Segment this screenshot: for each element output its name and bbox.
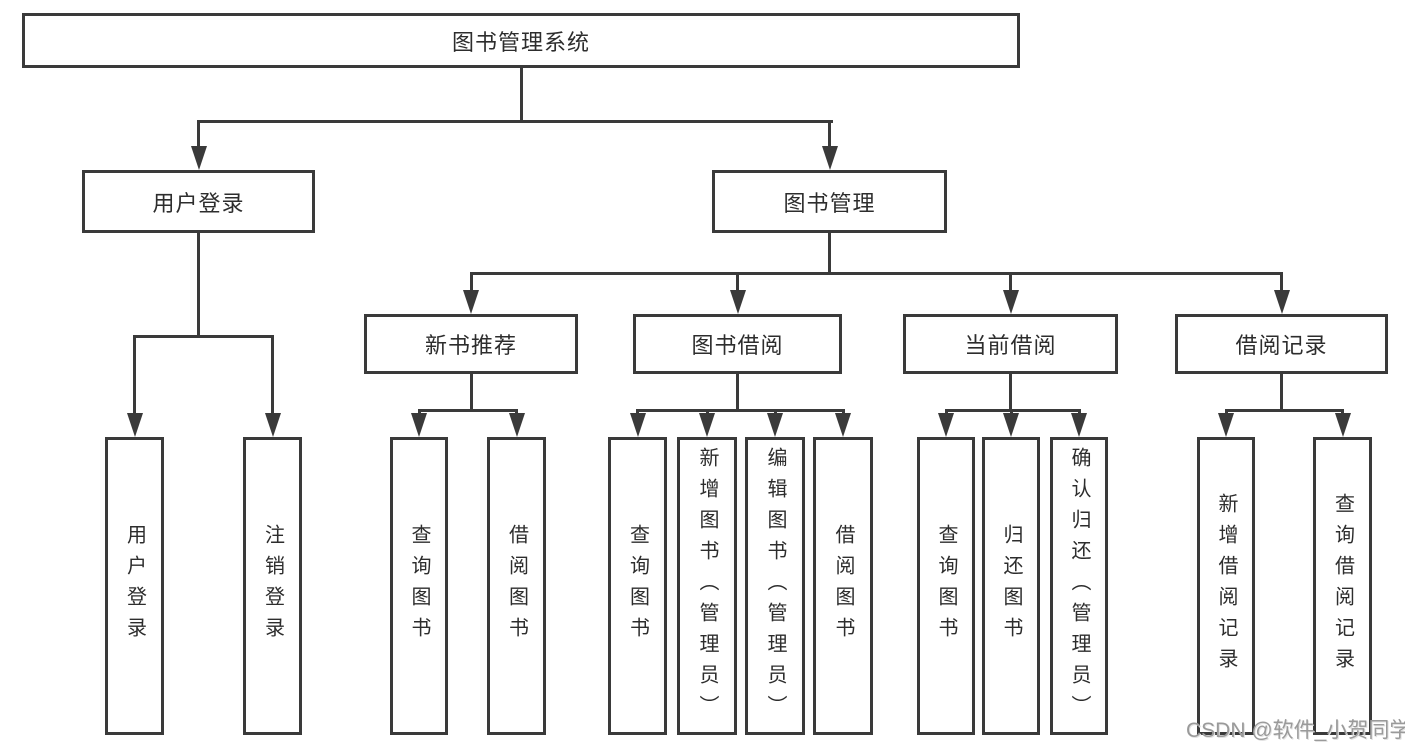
arrowhead-down-icon <box>265 413 281 437</box>
leaf-query-borrow-record: 查询借阅记录 <box>1313 437 1372 735</box>
arrowhead-down-icon <box>822 146 838 170</box>
connector-vline <box>736 371 739 412</box>
connector-vline <box>736 272 739 294</box>
node-borrow-records-label: 借阅记录 <box>1235 333 1328 358</box>
arrowhead-down-icon <box>1003 290 1019 314</box>
connector-hline <box>133 335 274 338</box>
connector-vline <box>133 335 136 417</box>
leaf-borrow-books-label: 借阅图书 <box>832 524 854 648</box>
node-book-borrow: 图书借阅 <box>633 314 842 374</box>
arrowhead-down-icon <box>1071 413 1087 437</box>
leaf-query-books-borrow-label: 查询图书 <box>626 524 649 648</box>
connector-vline <box>520 66 523 122</box>
arrowhead-down-icon <box>730 290 746 314</box>
leaf-logout: 注销登录 <box>243 437 302 735</box>
connector-vline <box>470 272 473 294</box>
leaf-borrow-books-recommend-label: 借阅图书 <box>505 524 528 648</box>
node-new-book-recommend: 新书推荐 <box>364 314 578 374</box>
leaf-confirm-return-admin: 确认归还（管理员） <box>1050 437 1108 735</box>
connector-vline <box>1280 272 1283 294</box>
node-borrow-records: 借阅记录 <box>1175 314 1388 374</box>
arrowhead-down-icon <box>938 413 954 437</box>
leaf-return-books: 归还图书 <box>982 437 1040 735</box>
connector-vline <box>828 120 831 150</box>
arrowhead-down-icon <box>463 290 479 314</box>
node-current-borrow-label: 当前借阅 <box>964 333 1057 358</box>
leaf-query-books-borrow: 查询图书 <box>608 437 667 735</box>
arrowhead-down-icon <box>1218 413 1234 437</box>
arrowhead-down-icon <box>835 413 851 437</box>
arrowhead-down-icon <box>699 413 715 437</box>
arrowhead-down-icon <box>1003 413 1019 437</box>
connector-hline <box>1225 409 1344 412</box>
connector-vline <box>1280 371 1283 412</box>
arrowhead-down-icon <box>1335 413 1351 437</box>
leaf-query-borrow-record-label: 查询借阅记录 <box>1331 493 1354 679</box>
leaf-edit-book-admin: 编辑图书（管理员） <box>745 437 805 735</box>
connector-hline <box>470 272 1282 275</box>
leaf-borrow-books-recommend: 借阅图书 <box>487 437 546 735</box>
connector-vline <box>828 230 831 274</box>
leaf-add-borrow-record-label: 新增借阅记录 <box>1215 493 1237 679</box>
connector-vline <box>1009 371 1012 412</box>
csdn-watermark: CSDN @软件_小贺同学 <box>1186 719 1405 742</box>
leaf-query-books-recommend-label: 查询图书 <box>408 524 430 648</box>
arrowhead-down-icon <box>191 146 207 170</box>
leaf-query-books-recommend: 查询图书 <box>390 437 448 735</box>
node-book-borrow-label: 图书借阅 <box>691 333 784 358</box>
leaf-user-login: 用户登录 <box>105 437 164 735</box>
leaf-user-login-label: 用户登录 <box>123 524 146 648</box>
connector-hline <box>197 120 833 123</box>
node-library-system-label: 图书管理系统 <box>451 29 590 55</box>
node-new-book-recommend-label: 新书推荐 <box>424 333 517 358</box>
connector-vline <box>197 120 200 150</box>
node-current-borrow: 当前借阅 <box>903 314 1118 374</box>
connector-vline <box>1009 272 1012 294</box>
leaf-query-books-current-label: 查询图书 <box>935 524 957 648</box>
leaf-edit-book-admin-label: 编辑图书（管理员） <box>764 446 786 726</box>
arrowhead-down-icon <box>411 413 427 437</box>
leaf-return-books-label: 归还图书 <box>1000 524 1022 648</box>
node-book-management: 图书管理 <box>712 170 947 233</box>
node-library-system: 图书管理系统 <box>22 13 1020 68</box>
connector-hline <box>418 409 518 412</box>
leaf-query-books-current: 查询图书 <box>917 437 975 735</box>
leaf-borrow-books: 借阅图书 <box>813 437 873 735</box>
leaf-add-book-admin: 新增图书（管理员） <box>677 437 737 735</box>
leaf-add-book-admin-label: 新增图书（管理员） <box>696 446 718 726</box>
node-user-login: 用户登录 <box>82 170 315 233</box>
arrowhead-down-icon <box>630 413 646 437</box>
leaf-confirm-return-admin-label: 确认归还（管理员） <box>1068 446 1090 726</box>
connector-vline <box>271 335 274 417</box>
connector-vline <box>197 230 200 337</box>
node-book-management-label: 图书管理 <box>783 190 876 216</box>
connector-hline <box>636 409 844 412</box>
connector-vline <box>470 371 473 412</box>
arrowhead-down-icon <box>127 413 143 437</box>
node-user-login-label: 用户登录 <box>152 190 245 216</box>
leaf-add-borrow-record: 新增借阅记录 <box>1197 437 1255 735</box>
arrowhead-down-icon <box>767 413 783 437</box>
leaf-logout-label: 注销登录 <box>261 524 284 648</box>
arrowhead-down-icon <box>509 413 525 437</box>
arrowhead-down-icon <box>1274 290 1290 314</box>
